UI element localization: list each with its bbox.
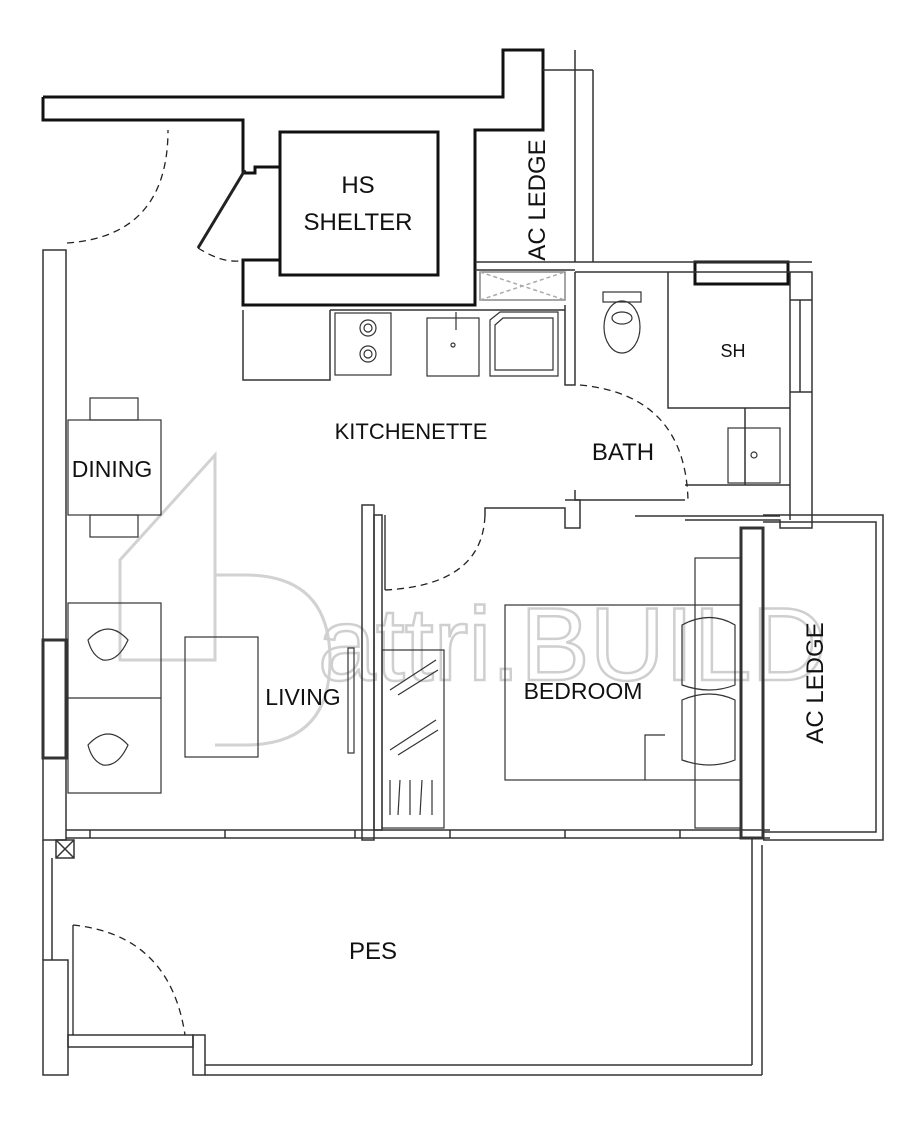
ac-ledge-top-label: AC LEDGE xyxy=(524,139,551,260)
watermark-logo: attri.BUILD xyxy=(118,451,828,747)
fridge-icon xyxy=(489,311,559,377)
hs-shelter-label: HS xyxy=(341,172,374,199)
kitchen-fixtures xyxy=(334,311,559,377)
cushion-icon xyxy=(87,628,129,661)
bedroom-label: BEDROOM xyxy=(524,678,643,704)
doors xyxy=(66,129,689,1036)
toilet-tank-icon xyxy=(602,291,642,303)
living-label: LIVING xyxy=(265,684,340,710)
pillow-icon xyxy=(681,693,736,766)
dining-label: DINING xyxy=(72,456,153,482)
outline-walls xyxy=(41,50,884,1076)
coffee-table-icon xyxy=(184,636,259,758)
ac-ledge-right-label: AC LEDGE xyxy=(802,622,829,743)
structural-walls xyxy=(41,48,790,307)
sink-icon xyxy=(426,317,480,377)
wardrobe xyxy=(381,649,445,829)
hs-shelter-label-2: SHELTER xyxy=(304,209,413,236)
sh-label: SH xyxy=(720,341,745,361)
cushion-icon xyxy=(87,733,129,766)
bath-fixtures xyxy=(602,291,781,484)
bed xyxy=(504,557,742,829)
tv-icon xyxy=(347,647,355,754)
room-labels: HS SHELTER AC LEDGE SH KITCHENETTE BATH … xyxy=(72,139,829,965)
kitchenette-label: KITCHENETTE xyxy=(335,419,488,444)
cooktop-icon xyxy=(334,312,392,376)
living-furniture xyxy=(67,602,355,794)
toilet-icon xyxy=(603,300,641,354)
pillow-icon xyxy=(681,616,736,691)
pes-label: PES xyxy=(349,938,397,965)
basin-icon xyxy=(727,427,781,484)
bath-label: BATH xyxy=(592,439,654,466)
dining-set xyxy=(67,397,162,538)
